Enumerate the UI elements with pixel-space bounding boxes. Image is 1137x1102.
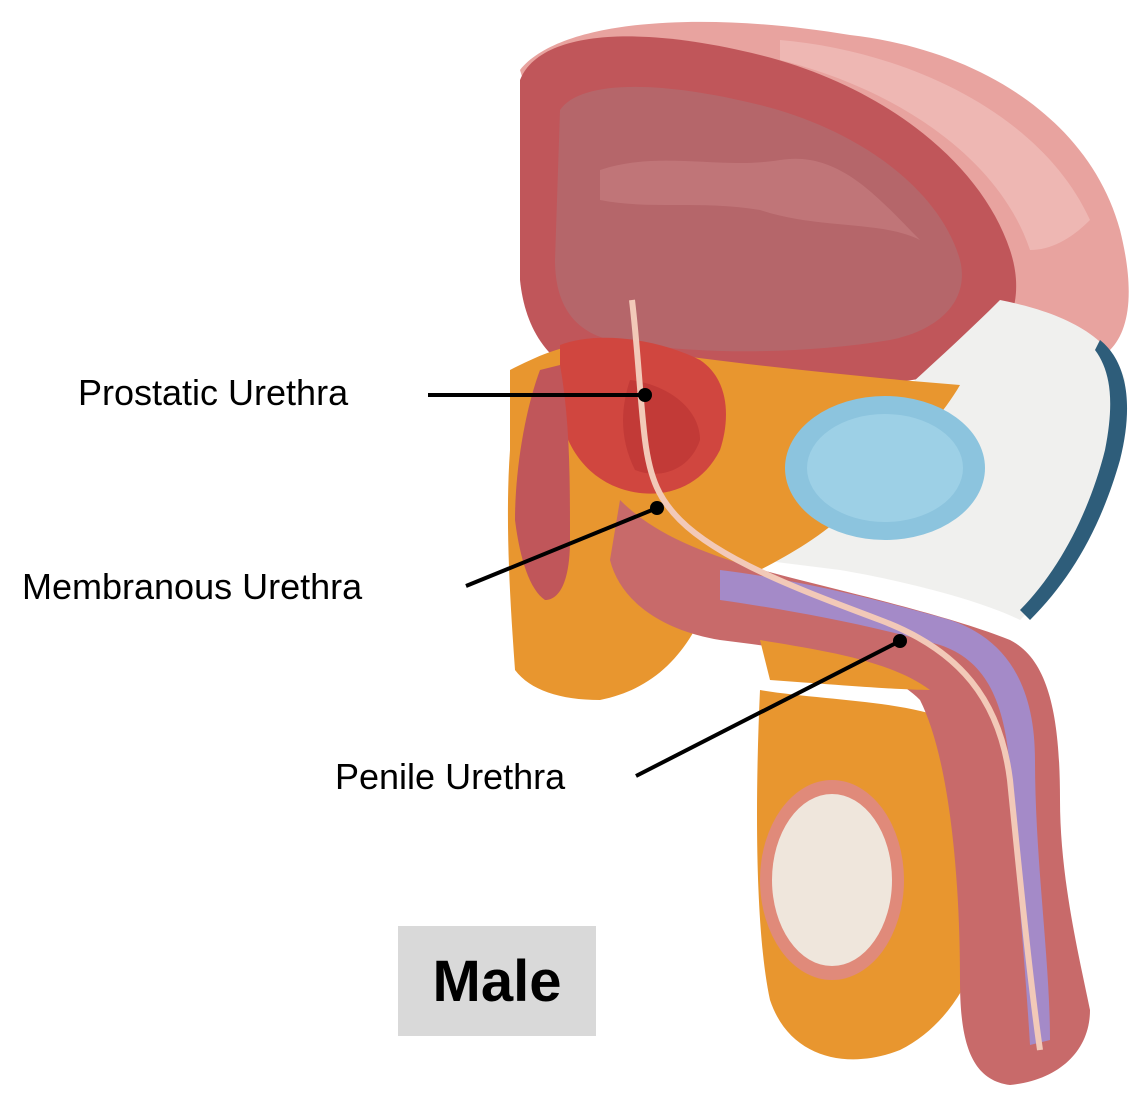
membranous-urethra-label: Membranous Urethra [22, 566, 362, 608]
prostatic-urethra-label: Prostatic Urethra [78, 372, 348, 414]
membranous-leader-dot [650, 501, 664, 515]
penile-leader-dot [893, 634, 907, 648]
sex-label: Male [433, 948, 562, 1015]
testis-interior [772, 794, 892, 966]
prostatic-leader-dot [638, 388, 652, 402]
penile-urethra-label: Penile Urethra [335, 756, 565, 798]
sex-label-box: Male [398, 926, 596, 1036]
pubic-bone-core [807, 414, 963, 522]
